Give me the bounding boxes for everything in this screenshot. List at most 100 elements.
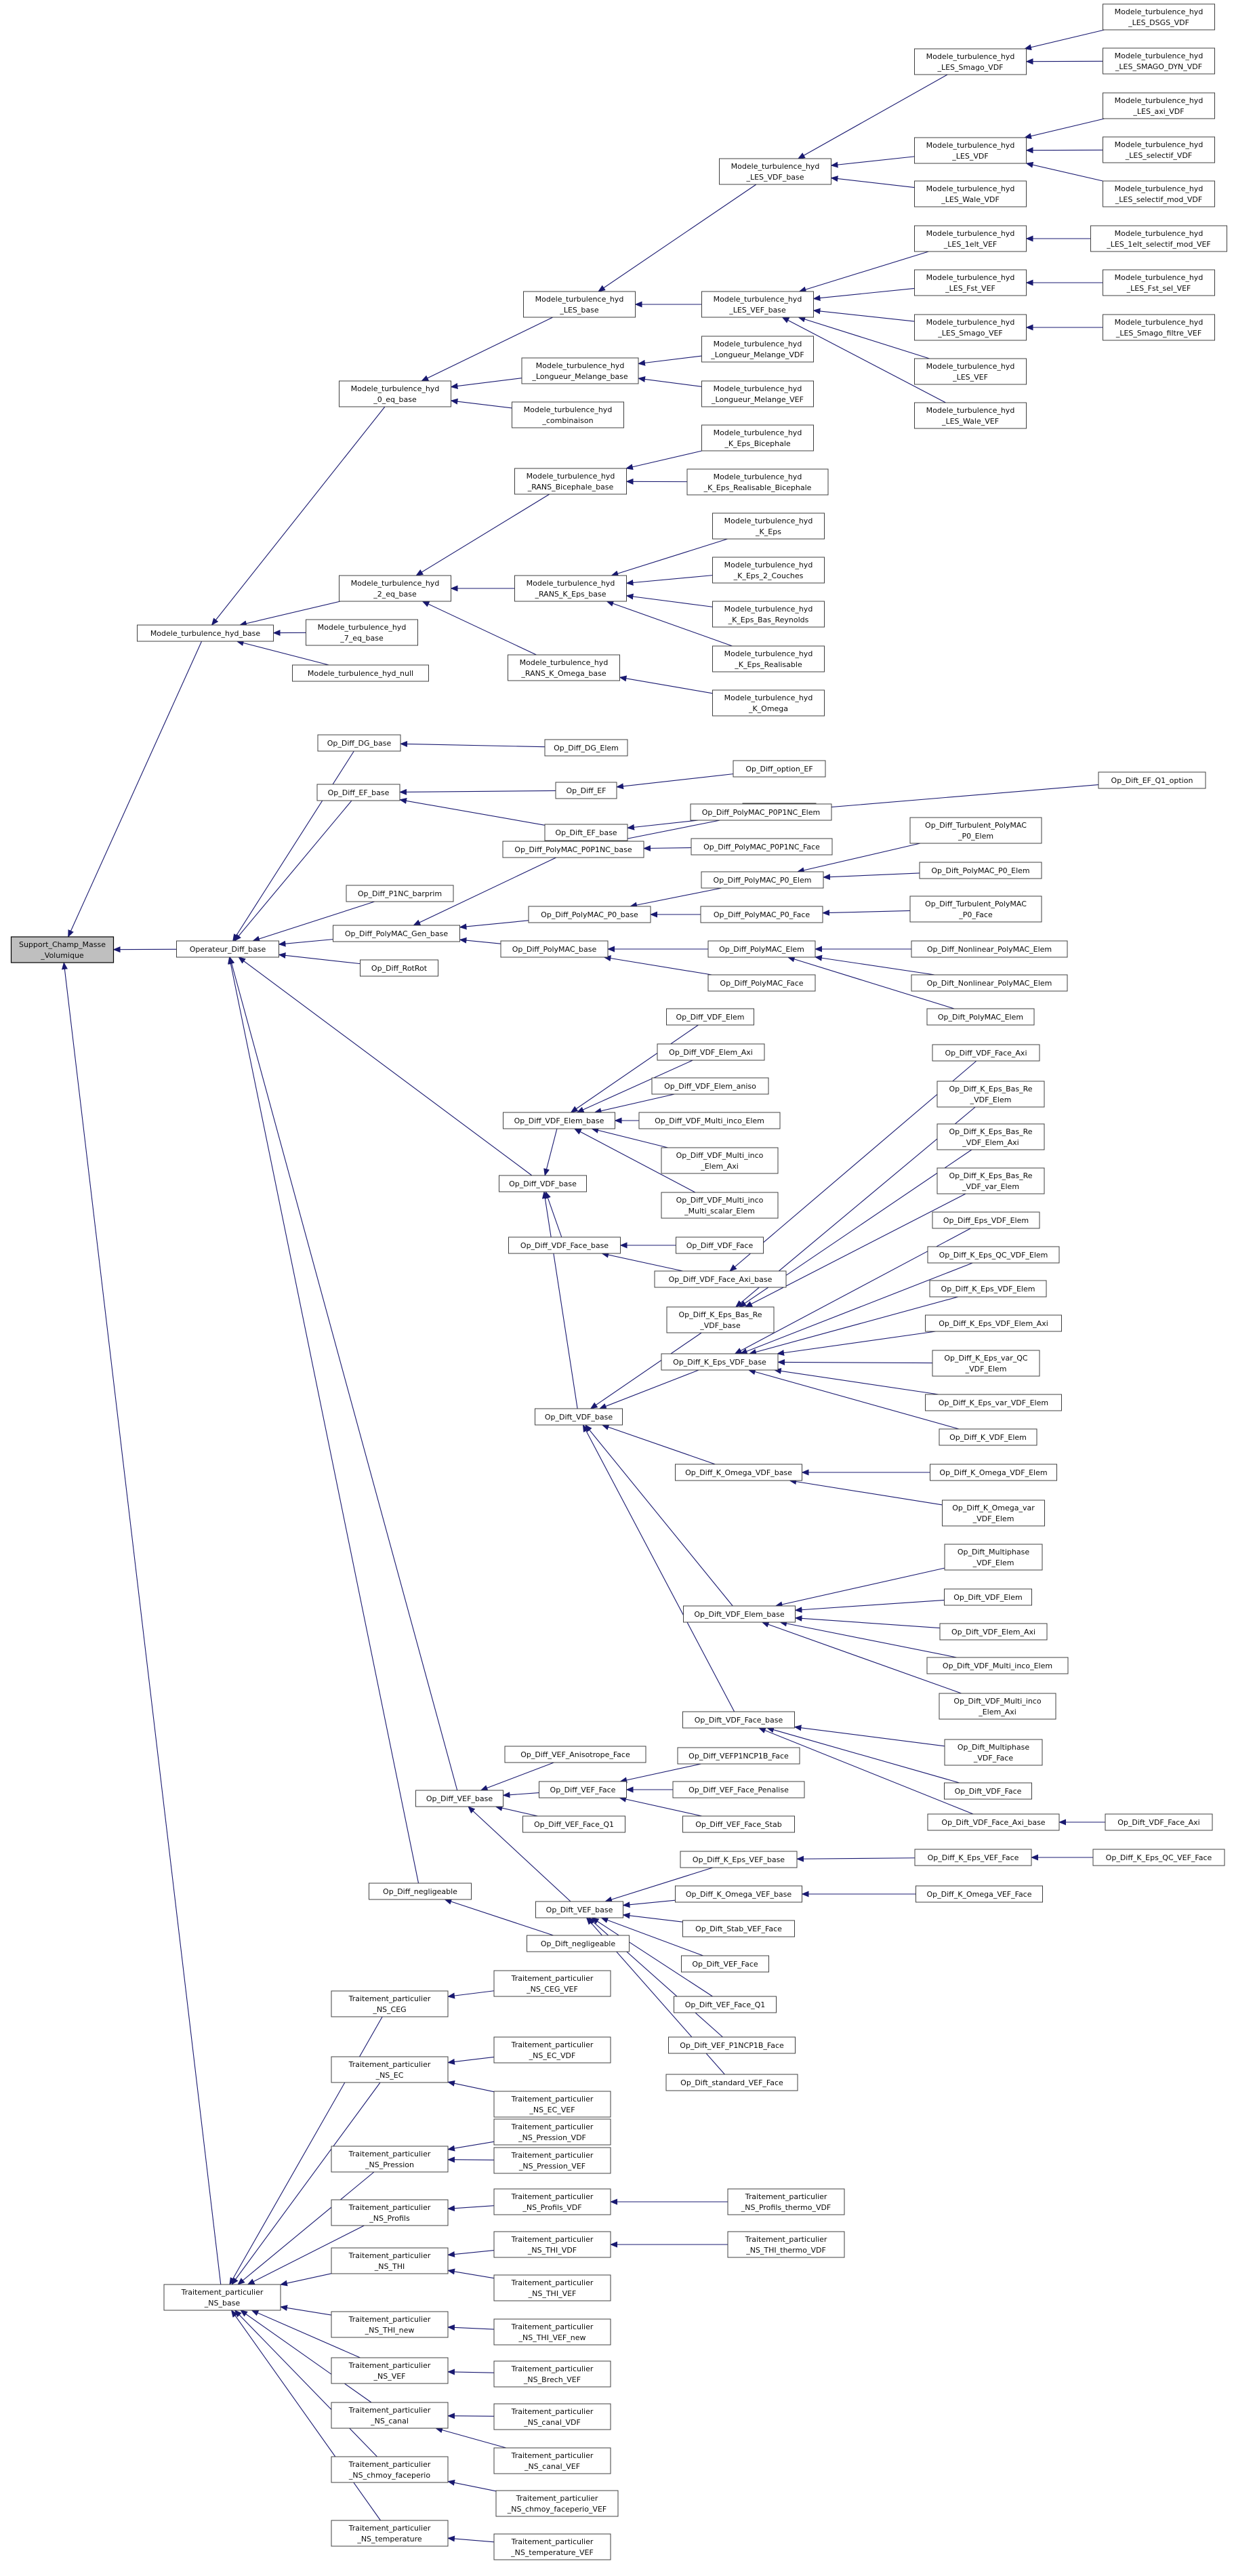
class-node-aniso[interactable]: Op_Diff_VEF_Anisotrope_Face xyxy=(504,1746,646,1763)
class-node-diftvefbase[interactable]: Op_Dift_VEF_base xyxy=(535,1901,623,1918)
class-node-leltselmod[interactable]: Modele_turbulence_hyd_LES_1elt_selectif_… xyxy=(1090,225,1227,252)
class-node-thivdf[interactable]: Traitement_particulier_NS_THI_VDF xyxy=(493,2231,611,2258)
class-node-diftvefp1ncp1b[interactable]: Op_Dift_VEF_P1NCP1B_Face xyxy=(668,2036,796,2054)
class-node-ecvef[interactable]: Traitement_particulier_NS_EC_VEF xyxy=(493,2091,611,2118)
class-node-diftp0elem[interactable]: Op_Dift_PolyMAC_P0_Elem xyxy=(919,862,1042,879)
class-node-optionef[interactable]: Op_Diff_option_EF xyxy=(733,760,826,778)
class-node-kepsqcelem[interactable]: Op_Diff_K_Eps_QC_VDF_Elem xyxy=(927,1246,1060,1264)
class-node-kepsbasrebase[interactable]: Op_Diff_K_Eps_Bas_Re_VDF_base xyxy=(666,1306,775,1333)
class-node-smagovef[interactable]: Modele_turbulence_hyd_LES_Smago_VEF xyxy=(914,314,1027,341)
class-node-diftstandard[interactable]: Op_Dift_standard_VEF_Face xyxy=(665,2074,798,2091)
class-node-thinew[interactable]: Traitement_particulier_NS_THI_new xyxy=(331,2311,449,2338)
class-node-brechvef[interactable]: Traitement_particulier_NS_Brech_VEF xyxy=(493,2360,611,2388)
class-node-p0p1ncface[interactable]: Op_Diff_PolyMAC_P0P1NC_Face xyxy=(691,838,833,856)
class-node-p0elem[interactable]: Op_Diff_PolyMAC_P0_Elem xyxy=(701,871,824,889)
class-node-basrevarelem[interactable]: Op_Diff_K_Eps_Bas_Re_VDF_var_Elem xyxy=(937,1167,1045,1194)
class-node-m2eq[interactable]: Modele_turbulence_hyd_2_eq_base xyxy=(339,575,451,602)
class-node-root[interactable]: Support_Champ_Masse_Volumique xyxy=(10,936,115,963)
class-node-komegaelem[interactable]: Op_Diff_K_Omega_VDF_Elem xyxy=(930,1464,1057,1481)
class-node-walevdf[interactable]: Modele_turbulence_hyd_LES_Wale_VDF xyxy=(914,180,1027,207)
class-node-chmoyvef[interactable]: Traitement_particulier_NS_chmoy_faceperi… xyxy=(495,2490,619,2517)
class-node-komegavdfbase[interactable]: Op_Diff_K_Omega_VDF_base xyxy=(675,1464,802,1481)
class-node-vdfelembase[interactable]: Op_Diff_VDF_Elem_base xyxy=(503,1112,615,1129)
class-node-diftvdfface[interactable]: Op_Dift_VDF_Face xyxy=(944,1782,1032,1800)
class-node-diftmielemaxi[interactable]: Op_Dift_VDF_Multi_inco_Elem_Axi xyxy=(939,1693,1056,1720)
class-node-nonlinelem[interactable]: Op_Diff_Nonlinear_PolyMAC_Elem xyxy=(911,940,1068,958)
class-node-multiphelem[interactable]: Op_Dift_Multiphase_VDF_Elem xyxy=(944,1544,1043,1571)
class-node-canal[interactable]: Traitement_particulier_NS_canal xyxy=(331,2402,449,2429)
class-node-epselem[interactable]: Op_Diff_Eps_VDF_Elem xyxy=(932,1211,1040,1229)
class-node-keps2c[interactable]: Modele_turbulence_hyd_K_Eps_2_Couches xyxy=(712,557,825,584)
class-node-efbase[interactable]: Op_Diff_EF_base xyxy=(316,784,400,801)
class-node-vdffaceaxi[interactable]: Op_Diff_VDF_Face_Axi xyxy=(932,1044,1040,1062)
class-node-profils[interactable]: Traitement_particulier_NS_Profils xyxy=(331,2199,449,2226)
class-node-temperature[interactable]: Traitement_particulier_NS_temperature xyxy=(331,2520,449,2547)
class-node-vdfelemaxi[interactable]: Op_Diff_VDF_Elem_Axi xyxy=(657,1043,765,1061)
class-node-penalise[interactable]: Op_Diff_VEF_Face_Penalise xyxy=(672,1781,805,1798)
class-node-stabvefface[interactable]: Op_Dift_Stab_VEF_Face xyxy=(682,1920,795,1937)
class-node-mielemaxi[interactable]: Op_Diff_VDF_Multi_inco_Elem_Axi xyxy=(661,1147,779,1174)
class-node-diftpolymacelem[interactable]: Op_Dift_PolyMAC_Elem xyxy=(926,1008,1035,1026)
class-node-lmvef[interactable]: Modele_turbulence_hyd_Longueur_Melange_V… xyxy=(701,380,814,407)
class-node-diftveffaceq1[interactable]: Op_Dift_VEF_Face_Q1 xyxy=(674,1996,777,2013)
class-node-axivdf[interactable]: Modele_turbulence_hyd_LES_axi_VDF xyxy=(1103,92,1215,119)
class-node-pressionvdf[interactable]: Traitement_particulier_NS_Pression_VDF xyxy=(493,2118,611,2146)
class-node-ransb[interactable]: Modele_turbulence_hyd_RANS_Bicephale_bas… xyxy=(514,468,627,495)
class-node-smagofiltre[interactable]: Modele_turbulence_hyd_LES_Smago_filtre_V… xyxy=(1103,314,1215,341)
class-node-diftmielem[interactable]: Op_Dift_VDF_Multi_inco_Elem xyxy=(926,1657,1069,1674)
class-node-ecvdf[interactable]: Traitement_particulier_NS_EC_VDF xyxy=(493,2036,611,2064)
class-node-diftvdffaceaxi[interactable]: Op_Dift_VDF_Face_Axi xyxy=(1105,1813,1213,1831)
class-node-kepsvar[interactable]: Op_Diff_K_Eps_var_VDF_Elem xyxy=(925,1394,1062,1411)
class-node-lesvdfb[interactable]: Modele_turbulence_hyd_LES_VDF_base xyxy=(719,158,831,185)
class-node-basreelem[interactable]: Op_Diff_K_Eps_Bas_Re_VDF_Elem xyxy=(937,1081,1045,1108)
class-node-ec[interactable]: Traitement_particulier_NS_EC xyxy=(331,2056,449,2083)
class-node-kepsbic[interactable]: Modele_turbulence_hyd_K_Eps_Bicephale xyxy=(701,424,814,451)
class-node-fstsel[interactable]: Modele_turbulence_hyd_LES_Fst_sel_VEF xyxy=(1103,269,1215,296)
class-node-lelt[interactable]: Modele_turbulence_hyd_LES_1elt_VEF xyxy=(914,225,1027,252)
class-node-diftfaceaxibase[interactable]: Op_Dift_VDF_Face_Axi_base xyxy=(927,1813,1060,1831)
class-node-lesvefb[interactable]: Modele_turbulence_hyd_LES_VEF_base xyxy=(701,291,814,318)
class-node-basreelemaxi[interactable]: Op_Diff_K_Eps_Bas_Re_VDF_Elem_Axi xyxy=(937,1123,1045,1150)
class-node-kepsreal[interactable]: Modele_turbulence_hyd_K_Eps_Realisable xyxy=(712,645,825,672)
class-node-vefface[interactable]: Op_Diff_VEF_Face xyxy=(539,1781,627,1798)
class-node-thithermo[interactable]: Traitement_particulier_NS_THI_thermo_VDF xyxy=(727,2231,845,2258)
class-node-vdfface[interactable]: Op_Diff_VDF_Face xyxy=(676,1236,764,1254)
class-node-thivefnew[interactable]: Traitement_particulier_NS_THI_VEF_new xyxy=(493,2318,611,2346)
class-node-selvdf[interactable]: Modele_turbulence_hyd_LES_selectif_VDF xyxy=(1103,136,1215,163)
class-node-smagodyn[interactable]: Modele_turbulence_hyd_LES_SMAGO_DYN_VDF xyxy=(1103,47,1215,75)
class-node-turbp0face[interactable]: Op_Diff_Turbulent_PolyMAC_P0_Face xyxy=(909,895,1042,923)
class-node-thivef[interactable]: Traitement_particulier_NS_THI_VEF xyxy=(493,2274,611,2301)
class-node-temperaturevef[interactable]: Traitement_particulier_NS_temperature_VE… xyxy=(493,2533,611,2560)
class-node-m0eq[interactable]: Modele_turbulence_hyd_0_eq_base xyxy=(339,380,451,407)
class-node-p0base[interactable]: Op_Diff_PolyMAC_P0_base xyxy=(528,906,651,923)
class-node-diftvdfelembase[interactable]: Op_Dift_VDF_Elem_base xyxy=(683,1605,796,1623)
class-node-turbp0elem[interactable]: Op_Diff_Turbulent_PolyMAC_P0_Elem xyxy=(909,817,1042,844)
class-node-diftvefface[interactable]: Op_Dift_VEF_Face xyxy=(681,1955,769,1973)
class-node-genbase[interactable]: Op_Diff_PolyMAC_Gen_base xyxy=(333,925,460,942)
class-node-vdfelemaniso[interactable]: Op_Diff_VDF_Elem_aniso xyxy=(651,1077,769,1095)
class-node-vefp1ncp1b[interactable]: Op_Diff_VEFP1NCP1B_Face xyxy=(677,1747,800,1765)
class-node-nsvef[interactable]: Traitement_particulier_NS_VEF xyxy=(331,2357,449,2384)
class-node-komega[interactable]: Modele_turbulence_hyd_K_Omega xyxy=(712,689,825,717)
class-node-p0p1ncelem[interactable]: Op_Diff_PolyMAC_P0P1NC_Elem xyxy=(690,803,832,821)
class-node-chmoy[interactable]: Traitement_particulier_NS_chmoy_faceperi… xyxy=(331,2456,449,2483)
class-node-veffaceq1[interactable]: Op_Diff_VEF_Face_Q1 xyxy=(522,1815,625,1833)
class-node-lesvef[interactable]: Modele_turbulence_hyd_LES_VEF xyxy=(914,358,1027,385)
class-node-polymacbase[interactable]: Op_Diff_PolyMAC_base xyxy=(500,940,609,958)
class-node-vdfelem[interactable]: Op_Diff_VDF_Elem xyxy=(666,1008,754,1026)
class-node-mimselem[interactable]: Op_Diff_VDF_Multi_inco_Multi_scalar_Elem xyxy=(661,1192,779,1219)
class-node-kepsvefbase[interactable]: Op_Diff_K_Eps_VEF_base xyxy=(680,1851,798,1868)
class-node-kepsvdfbase[interactable]: Op_Diff_K_Eps_VDF_base xyxy=(661,1353,779,1371)
class-node-canalvef[interactable]: Traitement_particulier_NS_canal_VEF xyxy=(493,2447,611,2474)
class-node-multiphface[interactable]: Op_Dift_Multiphase_VDF_Face xyxy=(944,1739,1043,1766)
class-node-diftvdfelem[interactable]: Op_Dift_VDF_Elem xyxy=(944,1588,1032,1606)
class-node-dgelem[interactable]: Op_Diff_DG_Elem xyxy=(544,739,628,757)
class-node-dsgs[interactable]: Modele_turbulence_hyd_LES_DSGS_VDF xyxy=(1103,3,1215,31)
class-node-mthb[interactable]: Modele_turbulence_hyd_base xyxy=(137,624,274,642)
class-node-ranske[interactable]: Modele_turbulence_hyd_RANS_K_Eps_base xyxy=(514,575,627,602)
class-node-diftvdffacebase[interactable]: Op_Dift_VDF_Face_base xyxy=(682,1711,795,1729)
class-node-selmodvdf[interactable]: Modele_turbulence_hyd_LES_selectif_mod_V… xyxy=(1103,180,1215,207)
class-node-diftvdfbase[interactable]: Op_Dift_VDF_base xyxy=(535,1408,623,1426)
class-node-mielem[interactable]: Op_Diff_VDF_Multi_inco_Elem xyxy=(638,1112,781,1129)
class-node-rotrot[interactable]: Op_Diff_RotRot xyxy=(360,959,438,977)
